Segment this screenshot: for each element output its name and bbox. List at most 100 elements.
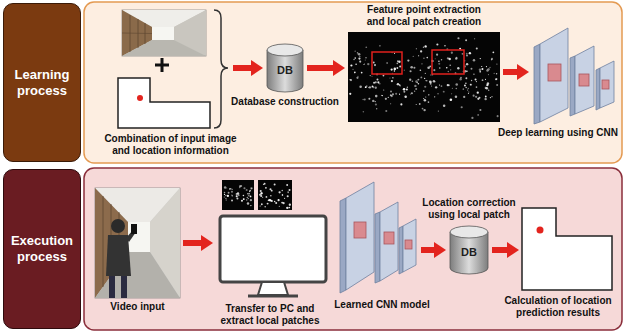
feature-points — [359, 60, 361, 62]
feature-points — [403, 91, 405, 93]
feature-points — [260, 205, 261, 206]
feature-points — [487, 68, 489, 70]
feature-points — [439, 84, 440, 85]
feature-points — [416, 48, 417, 49]
feature-points — [399, 84, 400, 85]
feature-points — [486, 66, 487, 67]
feature-points — [389, 78, 390, 79]
plus-symbol — [155, 58, 169, 72]
patch-images — [222, 180, 254, 210]
feature-points — [481, 66, 482, 67]
floor-map — [522, 208, 612, 290]
feature-points — [282, 194, 284, 196]
feature-points — [481, 68, 483, 70]
feature-points — [226, 200, 227, 201]
feature-points — [411, 92, 413, 94]
feature-points — [423, 46, 424, 47]
feature-points — [429, 65, 431, 67]
feature-points — [250, 196, 252, 198]
feature-points — [232, 195, 233, 196]
feature-points — [476, 47, 478, 49]
feature-points — [433, 69, 435, 71]
video-photo — [121, 276, 127, 298]
feature-points — [378, 82, 379, 83]
feature-points — [260, 190, 262, 192]
feature-points — [225, 198, 226, 199]
feature-points — [490, 97, 491, 98]
feature-points — [450, 69, 451, 70]
feature-points — [484, 98, 486, 100]
db-label: DB — [461, 246, 477, 258]
process-step: Combination of input image and location … — [115, 8, 230, 130]
hallway-photo — [122, 10, 206, 56]
feature-points — [431, 85, 432, 86]
feature-points — [465, 39, 467, 41]
feature-points — [243, 199, 244, 200]
feature-points — [251, 188, 252, 189]
feature-points — [264, 206, 265, 207]
feature-points — [428, 94, 429, 95]
video-photo — [111, 219, 125, 233]
feature-points — [433, 80, 435, 82]
step-caption: Combination of input image and location … — [96, 133, 246, 157]
feature-points — [266, 196, 268, 198]
feature-points — [443, 105, 445, 107]
feature-points — [459, 78, 461, 80]
feature-points — [383, 90, 384, 91]
feature-points — [470, 84, 472, 86]
cnn-layers — [403, 219, 416, 272]
feature-points — [262, 197, 263, 198]
feature-points — [468, 91, 469, 92]
step-caption: Calculation of location prediction resul… — [498, 295, 618, 319]
flow-arrow — [492, 247, 507, 253]
feature-points — [457, 67, 459, 69]
step-caption: Feature point extraction and local patch… — [359, 4, 489, 28]
feature-points — [394, 68, 397, 71]
feature-points — [287, 192, 288, 193]
feature-points — [455, 83, 458, 86]
feature-points — [421, 63, 422, 64]
feature-points — [410, 66, 413, 69]
feature-points — [477, 92, 479, 94]
feature-points — [289, 204, 291, 206]
feature-points — [391, 95, 393, 97]
cnn-layers — [534, 28, 614, 124]
feature-points — [269, 199, 271, 201]
feature-points — [375, 81, 377, 83]
video-photo — [103, 196, 104, 287]
flow-arrow — [307, 65, 333, 71]
cnn-layers — [375, 212, 380, 283]
feature-points — [463, 88, 465, 90]
feature-points — [419, 103, 421, 105]
feature-points — [247, 202, 249, 204]
feature-points — [395, 93, 397, 95]
feature-points — [365, 59, 366, 60]
feature-points — [382, 95, 383, 96]
floor-map — [522, 208, 612, 290]
feature-points — [474, 38, 475, 39]
feature-points — [362, 99, 364, 101]
feature-points — [475, 79, 477, 81]
feature-points — [394, 70, 395, 71]
feature-points — [375, 95, 378, 98]
feature-points — [441, 59, 442, 60]
feature-image — [432, 50, 464, 74]
feature-points — [426, 80, 428, 82]
brace — [214, 10, 228, 128]
feature-points — [416, 104, 417, 105]
feature-points — [399, 94, 400, 95]
feature-points — [224, 194, 225, 195]
feature-points — [246, 199, 247, 200]
pc-monitor — [248, 295, 298, 298]
database-cylinder — [267, 44, 303, 92]
db-label: DB — [277, 64, 293, 76]
feature-points — [385, 98, 387, 100]
feature-points — [365, 57, 366, 58]
feature-points — [236, 198, 238, 200]
flow-arrow — [233, 65, 251, 71]
step-caption: Learned CNN model — [334, 299, 430, 311]
cnn-layers — [600, 61, 614, 108]
feature-points — [354, 71, 356, 73]
